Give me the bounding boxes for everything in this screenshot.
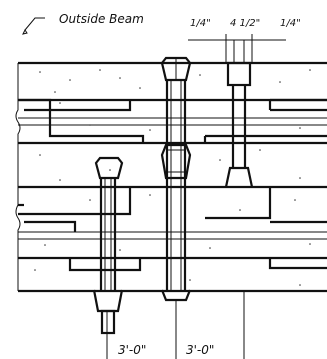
- left-recesses: [18, 98, 145, 272]
- dim-four-half: 4 1/2": [230, 18, 260, 29]
- right-recesses: [203, 98, 327, 270]
- bolt-assembly-center: [160, 56, 192, 302]
- bottom-dimension-group: 3'-0" 3'-0": [106, 291, 245, 359]
- bolt-assembly-right: [224, 61, 254, 188]
- top-dimension-group: 1/4" 4 1/2" 1/4": [188, 18, 301, 62]
- dim-bottom-right: 3'-0": [186, 343, 214, 357]
- beam-lines: [18, 61, 327, 293]
- dim-quarter-right: 1/4": [280, 18, 301, 29]
- left-break-line: [15, 63, 21, 291]
- dim-quarter-left: 1/4": [190, 18, 211, 29]
- concrete-stipple: [34, 69, 311, 286]
- outside-beam-label: Outside Beam: [59, 12, 144, 26]
- outside-beam-callout: Outside Beam: [22, 12, 144, 35]
- bolt-assembly-left: [92, 156, 124, 335]
- dim-bottom-left: 3'-0": [118, 343, 146, 357]
